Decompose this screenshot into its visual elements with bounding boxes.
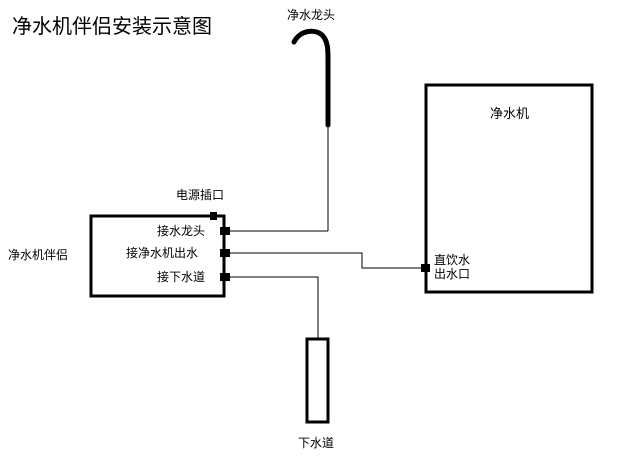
faucet-label: 净水龙头 — [287, 8, 336, 22]
port-drain-label: 接下水道 — [157, 270, 206, 284]
companion-label: 净水机伴侣 — [8, 248, 69, 262]
faucet-spout — [291, 28, 331, 128]
power-port — [210, 212, 217, 220]
port-faucet — [220, 227, 230, 235]
drain-pipe — [305, 337, 330, 424]
purifier-connection-line — [225, 252, 424, 269]
purifier-box — [424, 83, 594, 294]
purifier-outlet-port — [421, 264, 430, 272]
diagram-title: 净水机伴侣安装示意图 — [12, 14, 212, 38]
drain-connection-line — [225, 276, 319, 338]
port-drain — [220, 273, 230, 281]
purifier-outlet-label-line1: 直饮水 — [434, 253, 471, 267]
port-purifier-out-label: 接净水机出水 — [126, 246, 199, 260]
port-purifier-out — [220, 249, 230, 257]
port-faucet-label: 接水龙头 — [157, 224, 206, 238]
power-port-label: 电源插口 — [176, 188, 225, 202]
purifier-label: 净水机 — [490, 107, 530, 122]
drain-label: 下水道 — [298, 436, 335, 450]
purifier-outlet-label-line2: 出水口 — [434, 267, 471, 281]
